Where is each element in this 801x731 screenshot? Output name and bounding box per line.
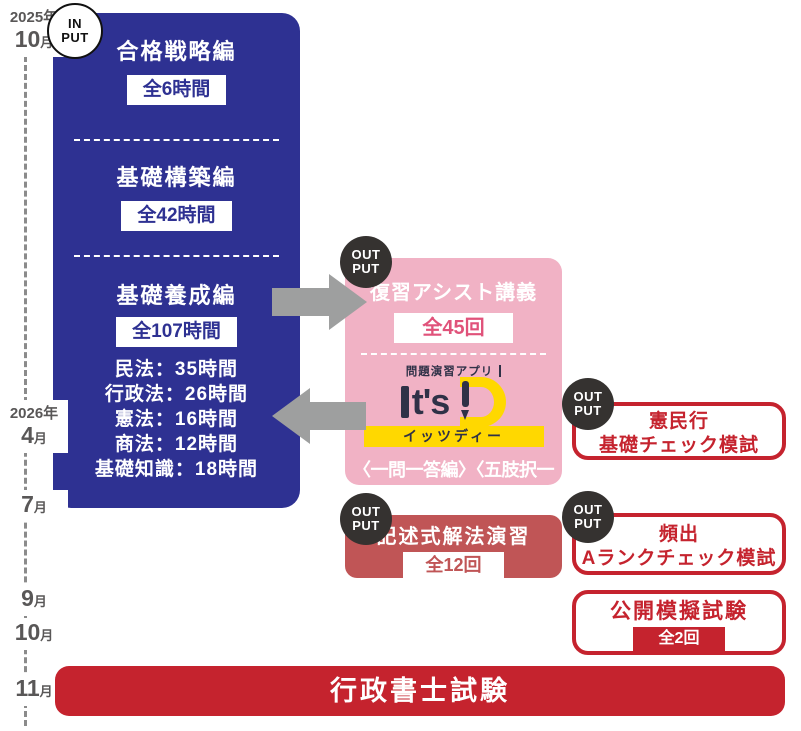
review-count-chip: 全45回: [394, 313, 513, 343]
label-tick: [499, 365, 502, 377]
timeline-month: 9月: [21, 585, 47, 611]
timeline-month: 7月: [21, 491, 47, 517]
section-hours-wrap: 全6時間: [53, 75, 300, 105]
review-assist-box: 復習アシスト講義 全45回 問題演習アプリ t's イッツディー 〈一問一答編〉…: [345, 258, 562, 506]
timeline-label-10: 10月: [0, 618, 68, 650]
itsd-app-logo: t's: [345, 376, 562, 428]
open-exam-count-wrap: 全2回: [576, 625, 782, 651]
timeline-label-7: 7月: [0, 490, 68, 522]
written-count-wrap: 全12回: [345, 549, 562, 578]
logo-kana-bar: イッツディー: [363, 426, 544, 447]
review-title: 復習アシスト講義: [369, 282, 538, 304]
arrow-left-icon: [272, 388, 367, 444]
pencil-icon: [462, 381, 470, 407]
written-count-chip: 全12回: [403, 552, 504, 578]
timeline-month: 10月: [14, 619, 54, 645]
section-title-foundation: 基礎構築編: [116, 165, 237, 190]
output-badge-written: OUT PUT: [340, 493, 392, 545]
logo-d-mark: [454, 376, 507, 428]
timeline-year: 2025年: [9, 9, 59, 26]
arrow-right-icon: [272, 274, 367, 330]
review-count-wrap: 全45回: [345, 305, 562, 343]
hours-breakdown-list: 民法：35時間 行政法：26時間 憲法：16時間 商法：12時間 基礎知識：18…: [53, 357, 300, 482]
input-badge: IN PUT: [47, 3, 103, 59]
section-divider: [74, 255, 279, 257]
section-hours-wrap: 全42時間: [53, 201, 300, 231]
breakdown-commercial-law: 商法：12時間: [114, 434, 239, 455]
timeline-year: 2026年: [9, 405, 59, 422]
exam-bar: 行政書士試験: [55, 666, 785, 716]
section-title-training: 基礎養成編: [116, 283, 237, 308]
breakdown-administrative-law: 行政法：26時間: [104, 384, 249, 405]
timeline-dashed-line: [24, 56, 27, 726]
breakdown-general-knowledge: 基礎知識：18時間: [94, 459, 259, 480]
app-editions: 〈一問一答編〉〈五肢択一編〉: [353, 460, 555, 506]
section-title-strategy: 合格戦略編: [116, 39, 237, 64]
written-title: 記述式解法演習: [376, 526, 531, 548]
breakdown-civil-law: 民法：35時間: [114, 359, 239, 380]
logo-i-bar: [400, 386, 409, 418]
timeline-label-9: 9月: [0, 584, 68, 616]
review-divider: [361, 353, 546, 355]
hours-chip-training: 全107時間: [116, 317, 237, 347]
section-hours-wrap: 全107時間: [53, 317, 300, 347]
timeline-month: 11月: [15, 675, 53, 701]
open-exam-count-chip: 全2回: [632, 627, 726, 651]
output-badge-review: OUT PUT: [340, 236, 392, 288]
written-practice-box: 記述式解法演習 全12回: [345, 515, 562, 578]
hours-chip-foundation: 全42時間: [121, 201, 232, 231]
mock-box-a-rank-check: 頻出 Aランクチェック模試: [572, 513, 786, 575]
pencil-tip-icon: [461, 410, 470, 420]
app-label: 問題演習アプリ: [345, 363, 562, 379]
logo-ts-text: t's: [411, 381, 451, 422]
output-badge-mock1: OUT PUT: [562, 378, 614, 430]
timeline-month: 4月: [21, 422, 47, 448]
input-course-box: 合格戦略編 全6時間 基礎構築編 全42時間 基礎養成編 全107時間 民法：3…: [53, 13, 300, 508]
timeline-label-2026-4: 2026年 4月: [0, 400, 68, 453]
output-badge-mock2: OUT PUT: [562, 491, 614, 543]
mock-box-open-exam: 公開模擬試験 全2回: [572, 590, 786, 655]
hours-chip-strategy: 全6時間: [126, 75, 227, 105]
section-divider: [74, 139, 279, 141]
breakdown-constitution: 憲法：16時間: [114, 409, 239, 430]
